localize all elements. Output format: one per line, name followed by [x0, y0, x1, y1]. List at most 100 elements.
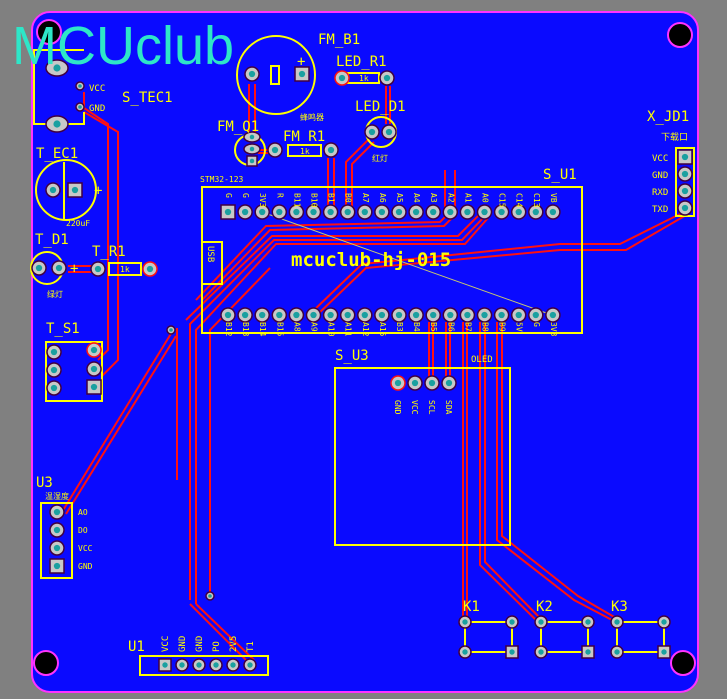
pad	[381, 124, 397, 140]
pin-label: 2V5	[229, 636, 239, 652]
trace	[189, 215, 486, 600]
pad	[610, 645, 624, 659]
fm-b1-plus: +	[297, 54, 305, 70]
header-pin	[220, 204, 236, 220]
pin-label: C14	[515, 193, 524, 208]
pin-label: B3	[395, 322, 404, 332]
pin-label: 3V3	[258, 193, 267, 208]
pin-label: A4	[412, 193, 421, 203]
pad	[505, 645, 519, 659]
t-ec1-plus: +	[94, 183, 102, 199]
fm-b1-symbol	[270, 65, 280, 85]
pad	[205, 591, 215, 601]
pad	[158, 658, 172, 672]
pads	[31, 59, 693, 672]
pin-label: A8	[292, 322, 301, 332]
header-pin	[220, 307, 236, 323]
pin-label: B10	[310, 193, 319, 208]
t-s1-outline	[45, 341, 103, 402]
trace	[209, 267, 271, 596]
mounting-hole	[670, 650, 696, 676]
pad	[334, 70, 350, 86]
led-r1-ref: LED_R1	[336, 54, 387, 70]
k3-outline	[616, 621, 665, 653]
pin-label: SDA	[444, 400, 453, 415]
led-d1-ref: LED_D1	[355, 99, 406, 115]
s-u1-ref: S_U1	[543, 167, 577, 183]
trace	[185, 213, 481, 321]
trace	[501, 322, 617, 619]
pad	[441, 375, 457, 391]
header-pin	[425, 204, 441, 220]
pad	[581, 615, 595, 629]
ratsnest-line	[261, 211, 553, 316]
pin-label: R	[275, 193, 284, 198]
pad	[407, 375, 423, 391]
pin-label: TXD	[652, 205, 668, 215]
pin-label: VCC	[78, 544, 93, 553]
pin-label: B5	[429, 322, 438, 332]
board	[31, 11, 699, 693]
fm-b1-note: 蜂鸣器	[300, 112, 324, 122]
pad	[45, 182, 61, 198]
header-pin	[459, 204, 476, 220]
header-pin	[254, 204, 270, 220]
pin-label: A9	[310, 322, 319, 332]
mounting-holes	[33, 19, 696, 676]
pin-label: GND	[652, 171, 668, 181]
pin-label: VCC	[410, 400, 419, 415]
pin-label: A3	[429, 193, 438, 203]
header-pin	[339, 204, 356, 220]
trace	[484, 322, 541, 619]
pin-label: B14	[258, 322, 267, 337]
mounting-hole	[36, 19, 62, 45]
pad	[505, 615, 519, 629]
pin-label: B1	[327, 193, 336, 203]
pad	[364, 124, 380, 140]
pad	[75, 81, 85, 91]
t-s1-ref: T_S1	[46, 321, 80, 337]
pin-label: B7	[463, 322, 472, 332]
pin-label: T1	[246, 641, 256, 652]
k3-ref: K3	[611, 599, 628, 615]
header-pin	[374, 307, 390, 323]
pad	[424, 375, 440, 391]
pin-label: B9	[498, 322, 507, 332]
header-pin	[339, 307, 356, 323]
board-title: mcuclub-hj-015	[291, 249, 451, 271]
usb-label: USB	[205, 246, 215, 262]
trace	[496, 322, 613, 621]
header-pin	[425, 307, 441, 323]
pad	[246, 155, 258, 167]
pin-label: A11	[344, 322, 353, 337]
pad	[534, 645, 548, 659]
pin-label: GND	[178, 636, 188, 652]
x-jd1-ref: X_JD1	[647, 109, 689, 125]
fm-b1-outline	[236, 35, 316, 115]
s-tec1-pin-label: GND	[89, 104, 105, 114]
pad	[226, 658, 240, 672]
trace	[479, 322, 537, 621]
pin-label: A0	[481, 193, 490, 203]
pad	[657, 645, 671, 659]
pad	[75, 102, 85, 112]
pad	[534, 615, 548, 629]
traces	[61, 84, 689, 665]
pad	[209, 658, 223, 672]
pad	[610, 615, 624, 629]
pad	[458, 645, 472, 659]
u1-outline	[139, 655, 269, 676]
header-pin	[305, 204, 322, 220]
pad	[677, 200, 693, 216]
pad	[86, 361, 102, 377]
pad	[45, 59, 69, 77]
fm-r1-body	[287, 144, 322, 157]
pin-label: 5V	[515, 322, 524, 332]
header-pin	[305, 307, 322, 323]
header-pin	[545, 204, 561, 220]
header-pin	[493, 204, 510, 220]
pin-label: A10	[327, 322, 336, 337]
s-u3-note: OLED	[471, 355, 493, 365]
header-pin	[493, 307, 510, 323]
